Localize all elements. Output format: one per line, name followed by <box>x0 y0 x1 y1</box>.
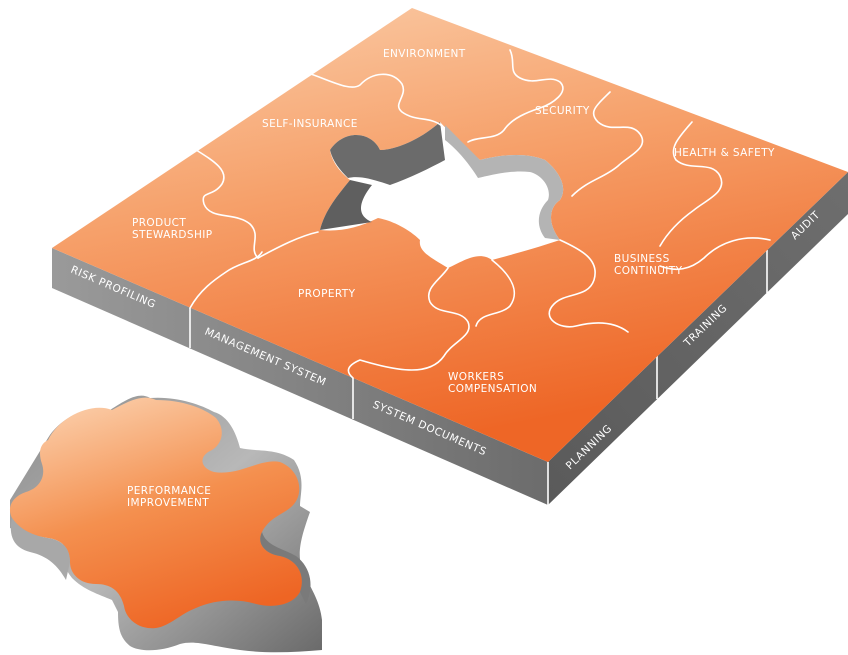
seam-5 <box>659 237 771 271</box>
seam-2 <box>467 49 564 143</box>
piece-labels: ENVIRONMENT SECURITY SELF-INSURANCE HEAL… <box>132 48 775 395</box>
loose-piece-top <box>9 397 302 629</box>
label-health-safety: HEALTH & SAFETY <box>674 147 775 159</box>
label-environment: ENVIRONMENT <box>383 48 466 60</box>
seam-8 <box>257 231 319 259</box>
board-right-side <box>548 172 848 505</box>
seam-7 <box>192 147 259 259</box>
board-top <box>52 8 848 462</box>
board-front-side <box>52 248 548 505</box>
seam-4 <box>659 121 723 247</box>
seam-9 <box>189 251 263 309</box>
board-sides <box>52 172 848 505</box>
label-security: SECURITY <box>535 105 590 117</box>
seam-6 <box>548 239 629 333</box>
label-property: PROPERTY <box>298 288 356 300</box>
hole-wall-left <box>320 180 372 230</box>
seam-1 <box>304 71 443 127</box>
loose-piece-notch-left <box>10 518 70 580</box>
hole-wall-dark <box>330 122 445 185</box>
seam-10 <box>347 267 470 379</box>
label-self-insurance: SELF-INSURANCE <box>262 118 358 130</box>
loose-piece-notch-right <box>260 532 311 604</box>
seam-3 <box>571 91 644 197</box>
seam-11 <box>475 259 516 327</box>
hole-wall-light <box>445 125 564 240</box>
